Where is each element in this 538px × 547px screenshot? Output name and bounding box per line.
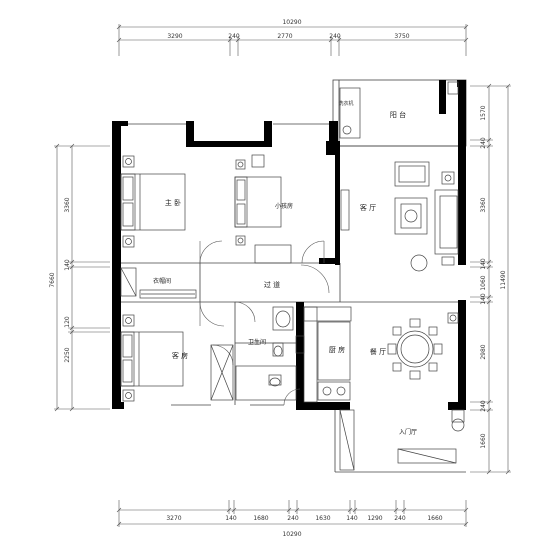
bathroom-fixtures: [235, 306, 305, 401]
balcony-fixtures: [339, 81, 459, 139]
top-dimension-segment: 2770: [277, 33, 292, 40]
bottom-dimension-chain: [116, 500, 469, 527]
right-total-dimension: 11490: [500, 270, 507, 289]
left-dimension-chain: [54, 143, 110, 412]
right-dimension-segment: 2980: [480, 344, 487, 359]
bottom-dimension-segment: 1660: [427, 515, 442, 522]
entrance-fixtures: [339, 409, 465, 471]
bottom-dimension-segment: 240: [394, 515, 406, 522]
right-dimension-segment: 3360: [480, 197, 487, 212]
bottom-dimension-segment: 1680: [253, 515, 268, 522]
right-dimension-segment: 1060: [480, 275, 487, 290]
thin-walls: [120, 79, 467, 473]
room-label-bathroom: 卫生间: [248, 338, 266, 346]
bottom-dimension-segment: 1290: [367, 515, 382, 522]
top-dimension-segment: 240: [329, 33, 341, 40]
left-dimension-segment: 3360: [64, 197, 71, 212]
kitchen-fixtures: [303, 306, 352, 403]
bottom-dimension-segment: 1630: [315, 515, 330, 522]
room-label-master-bedroom: 主 卧: [165, 198, 181, 207]
room-label-cloakroom: 衣帽间: [153, 277, 171, 285]
top-dimension-segment: 3290: [167, 33, 182, 40]
bottom-dimension-segment: 240: [287, 515, 299, 522]
top-dimension-chain: [116, 24, 469, 56]
left-dimension-segment: 140: [64, 259, 71, 271]
room-label-small-bedroom: 小孩房: [275, 202, 293, 210]
right-dimension-segment: 140: [480, 293, 487, 305]
top-total-dimension: 10290: [282, 19, 301, 26]
top-dimension-segment: 240: [228, 33, 240, 40]
bottom-dimension-segment: 3270: [166, 515, 181, 522]
bottom-dimension-segment: 140: [225, 515, 237, 522]
bottom-dimension-segment: 140: [346, 515, 358, 522]
doors: [199, 240, 330, 406]
room-label-living-room: 客 厅: [360, 203, 376, 212]
cloakroom-furniture: [120, 267, 197, 299]
appliance-label-laundry: 洗衣机: [338, 100, 353, 107]
bottom-total-dimension: 10290: [282, 531, 301, 538]
room-label-corridor: 过 道: [264, 280, 280, 289]
left-dimension-segment: 120: [64, 316, 71, 328]
room-label-dining-room: 餐 厅: [370, 347, 386, 356]
room-label-entrance: 入门厅: [399, 428, 417, 436]
living-room-furniture: [340, 161, 459, 272]
top-dimension-segment: 3750: [394, 33, 409, 40]
master-bedroom-furniture: [120, 155, 186, 248]
room-label-kitchen: 厨 房: [329, 345, 345, 354]
right-dimension-segment: 140: [480, 258, 487, 270]
right-dimension-segment: 1570: [480, 105, 487, 120]
right-dimension-segment: 1660: [480, 433, 487, 448]
walls: [112, 80, 466, 410]
right-dimension-segment: 240: [480, 137, 487, 149]
right-dimension-segment: 240: [480, 400, 487, 412]
right-dimension-chain: [470, 83, 511, 475]
room-label-balcony: 阳 台: [390, 110, 406, 119]
guest-bedroom-furniture: [120, 314, 234, 402]
left-dimension-segment: 2250: [64, 347, 71, 362]
room-label-guest-bedroom: 客 房: [172, 351, 188, 360]
left-total-dimension: 7660: [49, 272, 56, 287]
small-bedroom-furniture: [234, 154, 292, 264]
dining-furniture: [387, 312, 459, 380]
